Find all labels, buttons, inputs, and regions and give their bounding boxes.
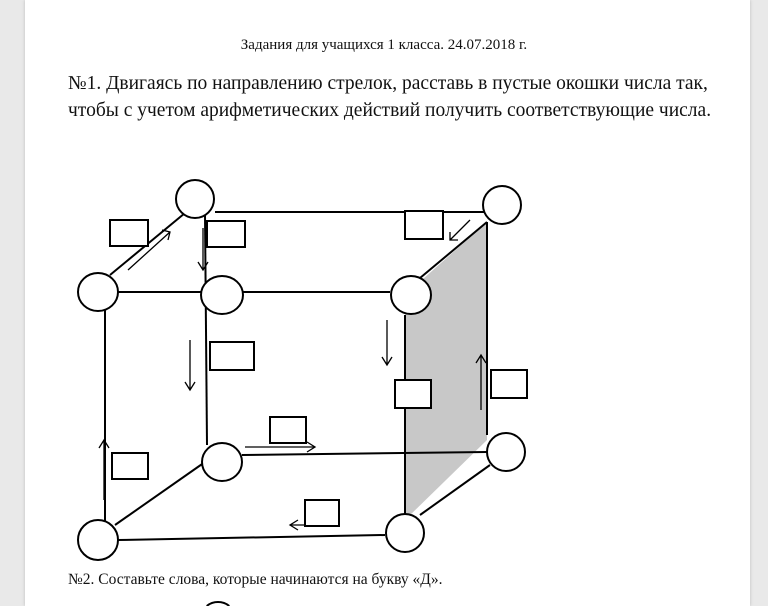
answer-box[interactable]: [394, 379, 432, 409]
answer-box[interactable]: [304, 499, 340, 527]
number-circle[interactable]: [77, 519, 119, 561]
answer-box[interactable]: [206, 220, 246, 248]
answer-box[interactable]: [111, 452, 149, 480]
cube-edges: [104, 211, 491, 541]
number-circle[interactable]: [385, 513, 425, 553]
partial-number-circle: [206, 601, 230, 606]
document-page: [25, 0, 750, 606]
answer-box[interactable]: [109, 219, 149, 247]
answer-box[interactable]: [209, 341, 255, 371]
answer-box[interactable]: [269, 416, 307, 444]
number-circle[interactable]: [201, 442, 243, 482]
number-circles: [77, 179, 526, 606]
document-header: Задания для учащихся 1 класса. 24.07.201…: [240, 37, 528, 53]
number-circle[interactable]: [77, 272, 119, 312]
number-circle[interactable]: [200, 275, 244, 315]
answer-box[interactable]: [490, 369, 528, 399]
number-circle[interactable]: [482, 185, 522, 225]
task-1-text: №1. Двигаясь по направлению стрелок, рас…: [68, 73, 712, 121]
task-2-text: №2. Составьте слова, которые начинаются …: [68, 571, 443, 588]
number-circle[interactable]: [175, 179, 215, 219]
answer-boxes: [109, 210, 528, 527]
number-circle[interactable]: [390, 275, 432, 315]
answer-box[interactable]: [404, 210, 444, 240]
number-circle[interactable]: [486, 432, 526, 472]
